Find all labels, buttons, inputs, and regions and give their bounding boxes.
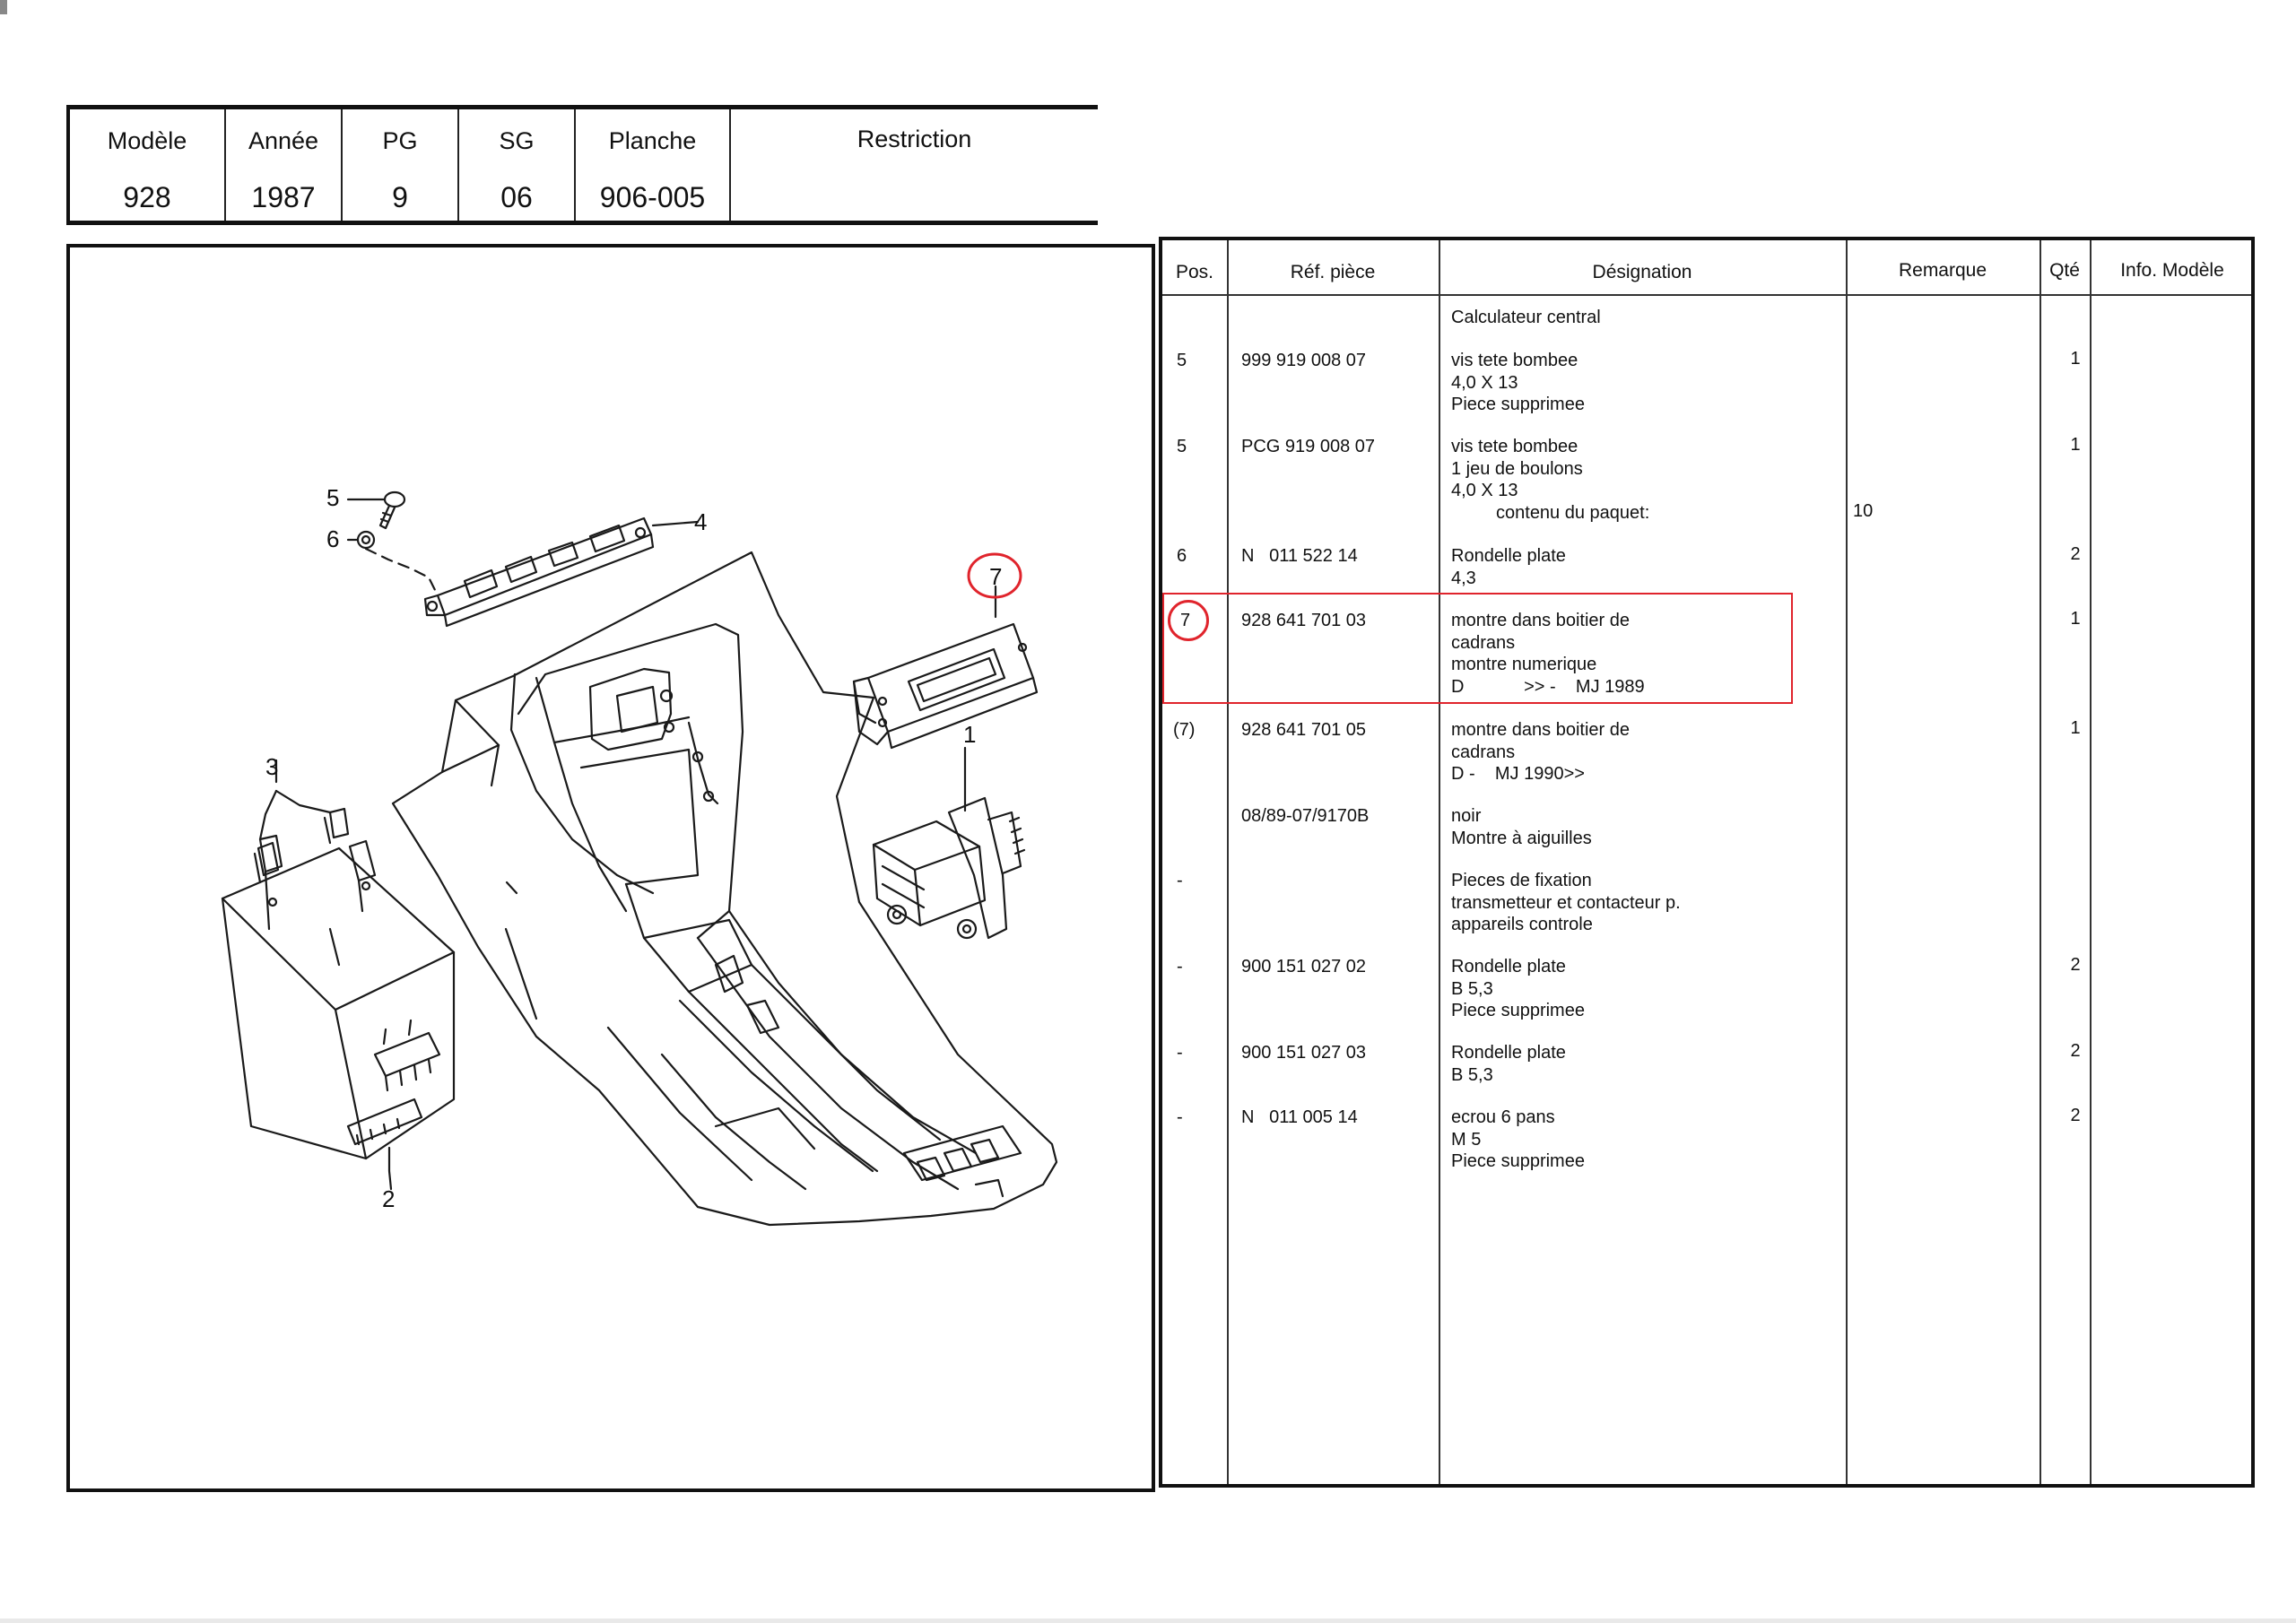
row-ref: 928 641 701 03 xyxy=(1241,611,1367,630)
parts-list-table: Pos. Réf. pièce Désignation Remarque Qté… xyxy=(1159,237,2255,1488)
callout-3: 3 xyxy=(265,753,278,780)
callout-labels: 1 2 3 4 5 6 7 xyxy=(265,484,1002,1212)
callout-5: 5 xyxy=(326,484,339,511)
mounting-clips-drawing xyxy=(253,759,350,884)
transmitter-relay-drawing xyxy=(872,746,1026,940)
row-designation: vis tete bombee 1 jeu de boulons 4,0 X 1… xyxy=(1451,437,1650,523)
row-remarque: 10 xyxy=(1853,501,1874,521)
row-pos: 7 xyxy=(1180,611,1191,630)
col-header-info-modele: Info. Modèle xyxy=(2120,260,2224,281)
row-qte: 2 xyxy=(2070,1106,2081,1125)
col-header-designation: Désignation xyxy=(1592,262,1692,282)
row-designation: ecrou 6 pans M 5 Piece supprimee xyxy=(1451,1107,1585,1171)
column-divider xyxy=(1846,240,1848,1484)
row-designation: montre dans boitier de cadrans montre nu… xyxy=(1451,611,1645,697)
row-ref: PCG 919 008 07 xyxy=(1241,437,1375,456)
callout-7: 7 xyxy=(989,563,1002,590)
header-cell-planche: Planche 906-005 xyxy=(576,109,731,221)
row-qte: 2 xyxy=(2070,1041,2081,1061)
callout-1: 1 xyxy=(963,721,976,748)
header-cell-sg: SG 06 xyxy=(459,109,576,221)
header-cell-restriction: Restriction xyxy=(731,109,1098,221)
header-label: Modèle xyxy=(107,127,187,154)
exploded-parts-diagram: 1 2 3 4 5 6 7 xyxy=(66,244,1155,1492)
callout-4: 4 xyxy=(694,508,707,535)
row-pos: 6 xyxy=(1177,546,1187,566)
header-label: Planche xyxy=(608,127,697,154)
highlighted-row-box xyxy=(1162,593,1793,704)
column-divider xyxy=(1439,240,1440,1484)
row-designation: Rondelle plate B 5,3 xyxy=(1451,1043,1566,1085)
row-qte: 1 xyxy=(2070,609,2081,629)
row-pos: 5 xyxy=(1177,351,1187,370)
row-designation: Rondelle plate 4,3 xyxy=(1451,546,1566,588)
row-qte: 1 xyxy=(2070,435,2081,455)
row-ref: 900 151 027 02 xyxy=(1241,957,1367,976)
row-qte: 1 xyxy=(2070,718,2081,738)
row-ref: N 011 005 14 xyxy=(1241,1107,1358,1127)
callout-7-highlight-circle xyxy=(967,552,1022,599)
model-header-table: Modèle 928 Année 1987 PG 9 SG 06 Planche… xyxy=(66,105,1098,225)
row-pos: (7) xyxy=(1173,720,1196,740)
row-ref: N 011 522 14 xyxy=(1241,546,1358,566)
column-divider xyxy=(2090,240,2092,1484)
row-ref: 900 151 027 03 xyxy=(1241,1043,1367,1063)
row-designation: Rondelle plate B 5,3 Piece supprimee xyxy=(1451,957,1585,1020)
column-divider xyxy=(1227,240,1229,1484)
row-designation: noir Montre à aiguilles xyxy=(1451,806,1592,848)
switch-panel-drawing xyxy=(423,516,700,628)
row-ref: 08/89-07/9170B xyxy=(1241,806,1370,826)
control-unit-drawing xyxy=(221,834,456,1191)
col-header-qte: Qté xyxy=(2049,260,2080,281)
row-designation: Calculateur central xyxy=(1451,308,1601,327)
screw-washer-drawing xyxy=(346,490,439,597)
row-designation: montre dans boitier de cadrans D - MJ 19… xyxy=(1451,720,1631,784)
column-divider xyxy=(2039,240,2041,1484)
header-cell-pg: PG 9 xyxy=(343,109,459,221)
row-qte: 2 xyxy=(2070,544,2081,564)
scan-bottom-edge xyxy=(0,1619,2296,1623)
row-pos: - xyxy=(1177,1107,1183,1127)
header-divider xyxy=(1162,294,2251,296)
header-value: 9 xyxy=(392,181,408,213)
header-label: SG xyxy=(499,127,535,154)
callout-2: 2 xyxy=(382,1185,395,1212)
center-console-drawing xyxy=(391,551,1058,1227)
row-ref: 928 641 701 05 xyxy=(1241,720,1367,740)
row-qte: 1 xyxy=(2070,349,2081,369)
row-ref: 999 919 008 07 xyxy=(1241,351,1367,370)
header-label: Restriction xyxy=(857,126,972,152)
row-pos: - xyxy=(1177,957,1183,976)
header-value: 928 xyxy=(123,181,171,213)
header-label: PG xyxy=(382,127,418,154)
header-cell-modele: Modèle 928 xyxy=(70,109,226,221)
row-qte: 2 xyxy=(2070,955,2081,975)
row-pos: 5 xyxy=(1177,437,1187,456)
diagram-drawing: 1 2 3 4 5 6 7 xyxy=(221,484,1058,1227)
digital-clock-drawing xyxy=(852,585,1039,750)
col-header-remarque: Remarque xyxy=(1898,260,1987,281)
col-header-pos: Pos. xyxy=(1175,262,1214,282)
header-value: 06 xyxy=(500,181,533,213)
pos-highlight-circle xyxy=(1168,600,1209,641)
header-value: 1987 xyxy=(251,181,316,213)
callout-6: 6 xyxy=(326,525,339,552)
header-cell-annee: Année 1987 xyxy=(226,109,343,221)
header-label: Année xyxy=(248,127,319,154)
row-pos: - xyxy=(1177,1043,1183,1063)
scan-corner-mark xyxy=(0,0,7,14)
row-designation: vis tete bombee 4,0 X 13 Piece supprimee xyxy=(1451,351,1585,414)
row-pos: - xyxy=(1177,871,1183,890)
col-header-ref: Réf. pièce xyxy=(1290,262,1376,282)
row-designation: Pieces de fixation transmetteur et conta… xyxy=(1451,871,1681,934)
header-value: 906-005 xyxy=(599,181,706,213)
